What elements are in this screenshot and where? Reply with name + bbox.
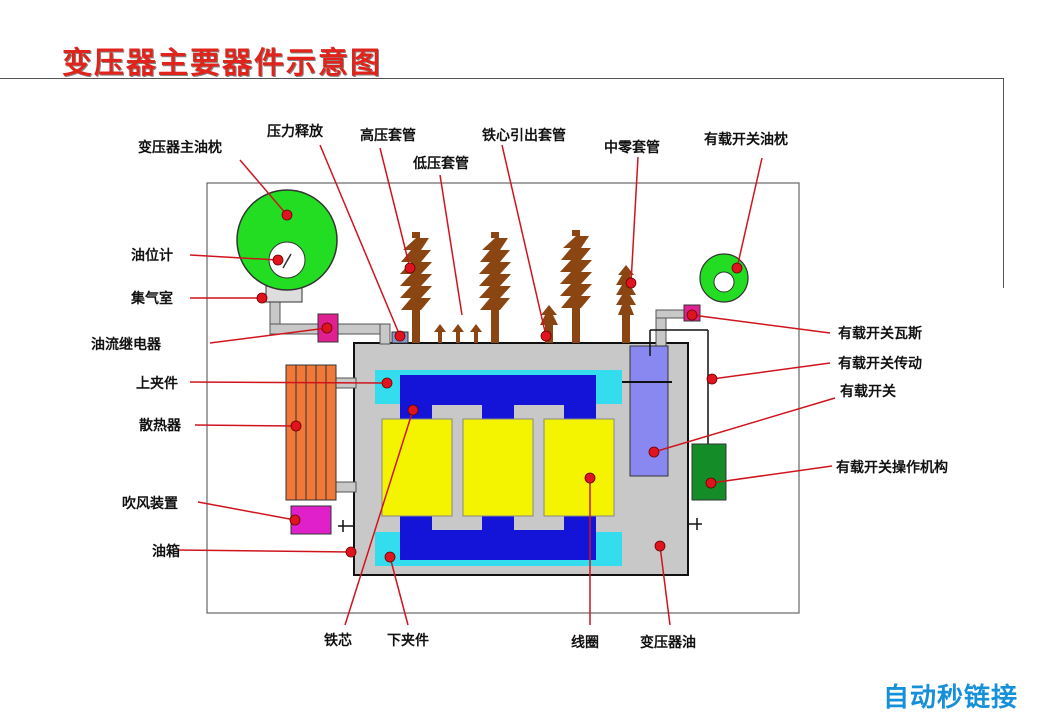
leader-lines — [177, 144, 836, 626]
label-upper-clamp: 上夹件 — [136, 375, 178, 392]
outer-frame — [206, 182, 800, 614]
label-winding: 线圈 — [571, 634, 599, 651]
label-oltc-mechanism: 有载开关操作机构 — [836, 459, 948, 476]
right-border-line — [1003, 78, 1004, 288]
label-lower-clamp: 下夹件 — [387, 632, 429, 649]
label-buchholz-relay: 油流继电器 — [91, 336, 162, 353]
label-core: 铁芯 — [324, 632, 352, 649]
neutral-bushing — [616, 265, 636, 343]
label-tank: 油箱 — [152, 543, 180, 560]
label-oltc-tile: 有载开关瓦斯 — [838, 325, 922, 342]
oltc-mechanism — [691, 443, 727, 501]
watermark: 自动秒链接 — [882, 683, 1018, 713]
label-core-bushing: 铁心引出套管 — [482, 127, 566, 144]
label-fan: 吹风装置 — [122, 495, 178, 512]
label-oltc-conservator: 有载开关油枕 — [704, 131, 788, 148]
label-neutral-bushing: 中零套管 — [604, 139, 660, 156]
label-gas-chamber: 集气室 — [130, 290, 173, 307]
markers — [256, 209, 743, 563]
title-divider — [0, 78, 1004, 79]
windings — [381, 418, 615, 517]
lv-bushings — [434, 324, 482, 343]
oltc-switch — [629, 345, 669, 477]
hv-bushing-3 — [560, 230, 592, 343]
label-oil-gauge: 油位计 — [131, 247, 173, 264]
label-lv-bushing: 低压套管 — [412, 155, 469, 172]
page-title: 变压器主要器件示意图 — [62, 46, 382, 81]
hv-bushing-1 — [400, 232, 432, 343]
tank-feet — [338, 518, 702, 532]
main-conservator — [236, 189, 338, 291]
radiator — [285, 364, 337, 501]
oltc-conservator-gauge — [713, 271, 735, 293]
label-oltc-drive: 有载开关传动 — [838, 355, 922, 372]
label-radiator: 散热器 — [139, 417, 182, 434]
label-hv-bushing: 高压套管 — [360, 127, 416, 144]
label-oltc: 有载开关 — [840, 383, 896, 400]
label-transformer-oil: 变压器油 — [640, 634, 696, 651]
label-pressure-relief: 压力释放 — [267, 123, 324, 140]
label-main-conservator: 变压器主油枕 — [138, 139, 222, 156]
hv-bushing-2 — [479, 232, 511, 343]
